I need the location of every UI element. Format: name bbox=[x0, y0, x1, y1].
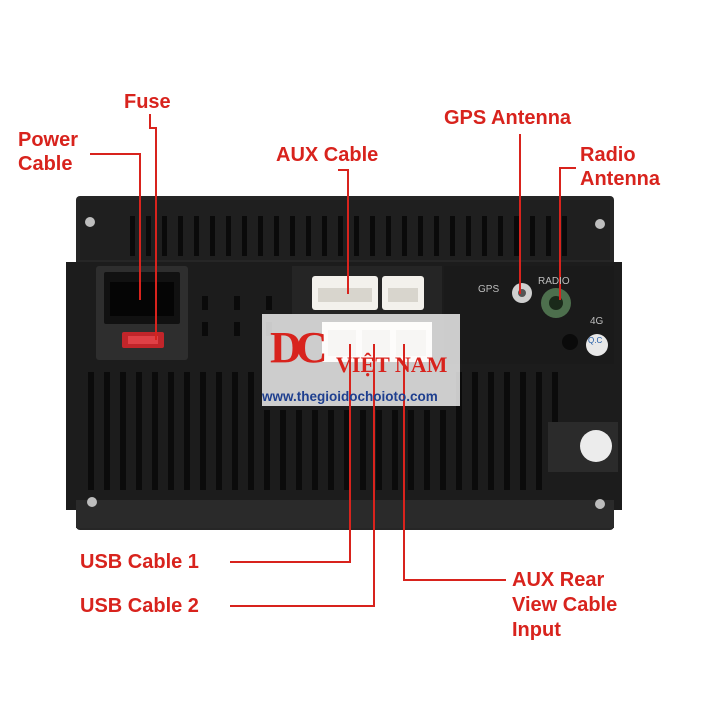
radio-port-mark: RADIO bbox=[538, 276, 570, 287]
aux-connectors bbox=[292, 266, 442, 314]
label-power-line2: Cable bbox=[18, 153, 73, 175]
label-aux-cable: AUX Cable bbox=[276, 144, 379, 166]
antenna-panel bbox=[444, 266, 614, 364]
bottom-vents bbox=[88, 372, 558, 490]
power-connector bbox=[96, 266, 188, 360]
fourg-port-mark: 4G bbox=[590, 316, 604, 327]
label-radio-line2: Antenna bbox=[580, 168, 660, 190]
watermark-card bbox=[262, 314, 460, 406]
watermark-brand: VIỆT NAM bbox=[336, 352, 448, 377]
leader-usb1 bbox=[230, 344, 351, 563]
label-fuse: Fuse bbox=[124, 91, 171, 113]
label-radio-line1: Radio bbox=[580, 144, 636, 166]
watermark-url: www.thegioidochoioto.com bbox=[262, 389, 438, 404]
leader-aux-rear bbox=[403, 344, 506, 581]
leader-aux-cable bbox=[338, 169, 349, 294]
watermark-logo: DC bbox=[270, 323, 328, 372]
right-lower-panel bbox=[548, 422, 618, 472]
label-usb-cable-1: USB Cable 1 bbox=[80, 551, 199, 573]
leader-fuse bbox=[149, 114, 157, 340]
label-aux-rear-line2: View Cable bbox=[512, 594, 618, 616]
leader-power bbox=[90, 153, 141, 300]
label-gps-antenna: GPS Antenna bbox=[444, 107, 572, 129]
leader-lines bbox=[90, 114, 576, 607]
label-aux-rear-line3: Input bbox=[512, 619, 561, 641]
label-aux-rear-line1: AUX Rear bbox=[512, 569, 605, 591]
leader-radio bbox=[559, 167, 576, 300]
label-power-line1: Power bbox=[18, 129, 79, 151]
label-usb-cable-2: USB Cable 2 bbox=[80, 595, 199, 617]
gps-port-mark: GPS bbox=[478, 284, 500, 295]
top-vents bbox=[130, 216, 567, 256]
qc-sticker: Q.C bbox=[588, 336, 603, 345]
leader-usb2 bbox=[230, 344, 375, 607]
mounting-screws bbox=[85, 217, 605, 509]
